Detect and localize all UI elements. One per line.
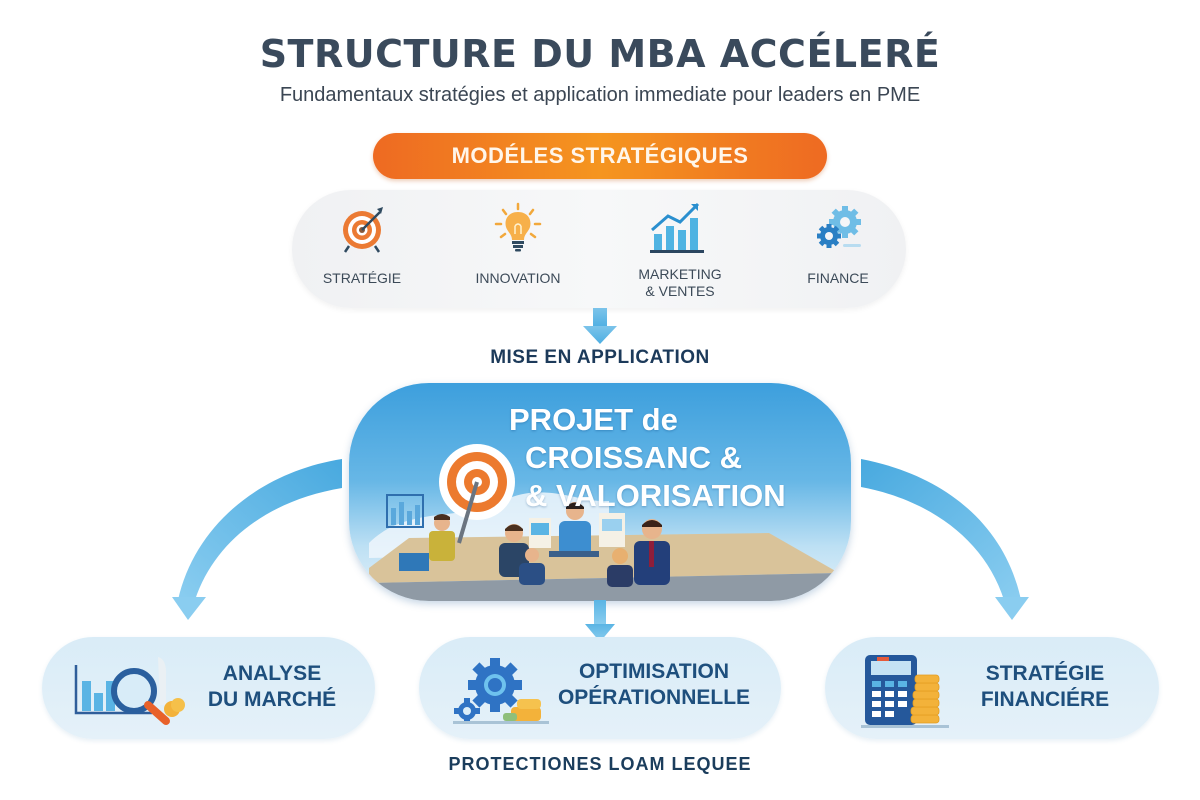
model-label: INNOVATION	[475, 270, 561, 286]
model-label-multiline: MARKETING & VENTES	[638, 266, 722, 299]
models-banner-label: MODÉLES STRATÉGIQUES	[451, 143, 749, 168]
calculator-coins-icon	[861, 653, 951, 729]
magnifier-chart-icon	[72, 657, 192, 727]
arrow-down-icon	[585, 600, 615, 642]
gears-coins-icon	[451, 655, 551, 727]
outcome-label: OPTIMISATION OPÉRATIONNELLE	[557, 660, 751, 709]
outcome-card-optimisation: OPTIMISATION OPÉRATIONNELLE	[419, 637, 781, 739]
outcome-label: STRATÉGIE FINANCIÉRE	[980, 662, 1110, 711]
growth-project-panel: PROJET de CROISSANC & & VALORISATION	[349, 383, 851, 601]
growth-chart-icon	[648, 200, 708, 253]
models-panel: STRATÉGIE INNOVATION	[292, 190, 906, 308]
model-label: FINANCE	[807, 270, 869, 286]
model-item-innovation: INNOVATION	[448, 190, 588, 308]
team-meeting-illustration	[349, 383, 851, 601]
outcome-label: ANALYSE DU MARCHÉ	[207, 662, 337, 711]
model-label: STRATÉGIE	[322, 270, 402, 286]
page-title: STRUCTURE DU MBA ACCÉLERÉ	[259, 32, 941, 76]
model-item-finance: FINANCE	[768, 190, 908, 308]
lightbulb-icon	[493, 202, 543, 254]
footer-label: PROTECTIONES LOAM LEQUEE	[448, 754, 752, 774]
model-item-strategie: STRATÉGIE	[292, 190, 432, 308]
page-subtitle: Fundamentaux stratégies et application i…	[279, 84, 921, 106]
outcome-card-strategie-financiere: STRATÉGIE FINANCIÉRE	[825, 637, 1159, 739]
gears-icon	[813, 204, 863, 254]
model-item-marketing: MARKETING & VENTES	[610, 190, 750, 308]
models-banner: MODÉLES STRATÉGIQUES	[373, 133, 827, 179]
mise-en-application-label: MISE EN APPLICATION	[490, 347, 710, 368]
arrow-down-icon	[583, 308, 617, 344]
target-icon	[337, 204, 387, 254]
project-title: PROJET de CROISSANC & & VALORISATION	[509, 402, 786, 513]
outcome-card-analyse-marche: ANALYSE DU MARCHÉ	[42, 637, 375, 739]
